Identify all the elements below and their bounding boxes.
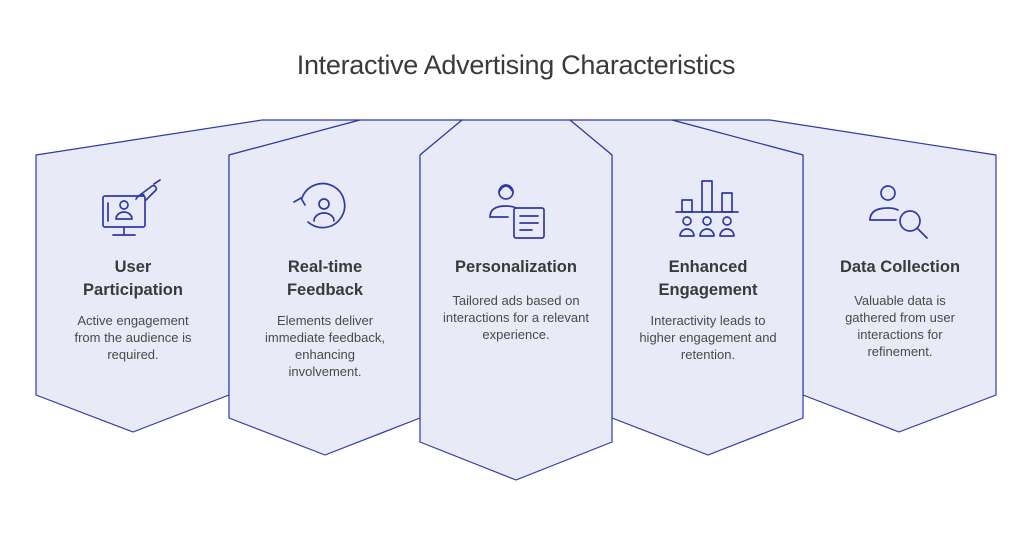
card-description: Active engagement from the audience is r… bbox=[74, 313, 192, 362]
card-title: Data Collection bbox=[839, 258, 961, 276]
bar-chart-audience-icon bbox=[675, 180, 739, 237]
refresh-user-icon bbox=[293, 182, 346, 229]
card-description: Elements deliver immediate feedback, enh… bbox=[265, 313, 385, 379]
card-title: Personalization bbox=[455, 258, 577, 276]
user-search-icon bbox=[869, 185, 928, 239]
card-description: Valuable data is gathered from user inte… bbox=[845, 293, 955, 359]
person-document-icon bbox=[489, 184, 545, 239]
card-personalization: Personalization Tailored ads based on in… bbox=[431, 256, 601, 343]
card-panel-personalization bbox=[419, 119, 613, 481]
diagram-title: Interactive Advertising Characteristics bbox=[296, 50, 736, 80]
card-data-collection: Data Collection Valuable data is gathere… bbox=[815, 256, 985, 360]
touch-screen-user-icon bbox=[102, 179, 161, 236]
card-description: Interactivity leads to higher engagement… bbox=[639, 313, 777, 362]
card-description: Tailored ads based on interactions for a… bbox=[443, 293, 589, 342]
